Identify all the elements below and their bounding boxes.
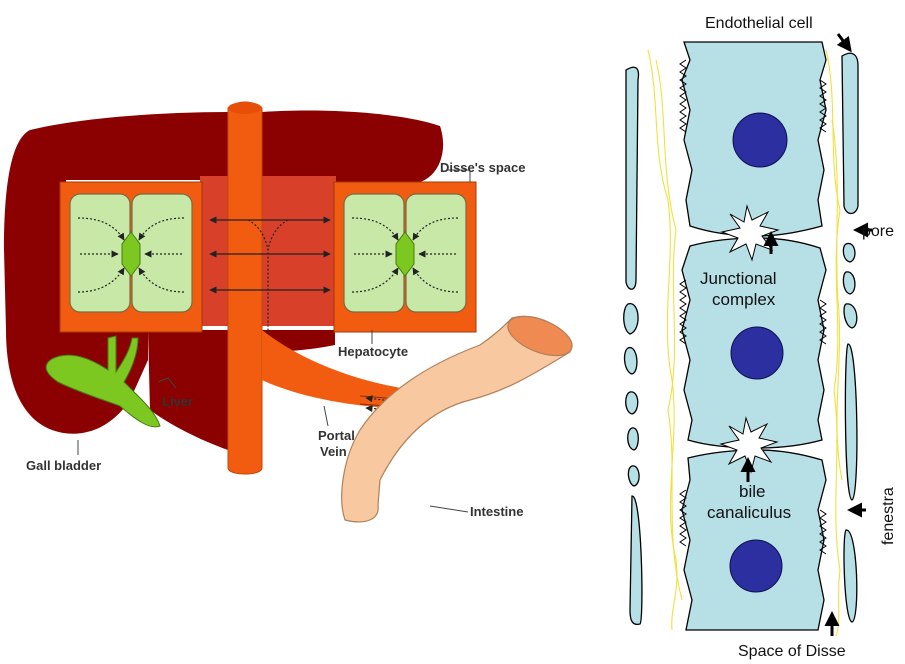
vena-cava xyxy=(228,102,262,474)
label-bile-1: bile xyxy=(739,482,765,501)
label-fenestra: fenestra xyxy=(880,487,897,545)
disse-band-right xyxy=(260,176,336,326)
label-hepatocyte: Hepatocyte xyxy=(338,344,408,359)
label-junctional-2: complex xyxy=(712,290,776,309)
label-pore: pore xyxy=(862,223,894,240)
disse-band-left xyxy=(200,176,230,326)
left-liver-diagram: Disse's space Hepatocyte Liver Gall blad… xyxy=(4,102,578,522)
label-gall-bladder: Gall bladder xyxy=(26,458,101,473)
right-sinusoid-diagram: Endothelial cell pore Junctional complex… xyxy=(624,15,897,660)
endothelial-fragments-left xyxy=(624,67,642,624)
label-endothelial-cell: Endothelial cell xyxy=(705,15,813,32)
label-junctional-1: Junctional xyxy=(700,269,777,288)
label-disse-space: Disse's space xyxy=(440,160,525,175)
liver-lower xyxy=(148,330,228,450)
label-intestine: Intestine xyxy=(470,504,523,519)
endothelial-fragments-right xyxy=(842,53,858,622)
arrow-endothelial xyxy=(838,34,850,50)
hepatocyte-block-left xyxy=(60,182,202,332)
intestine xyxy=(342,308,578,521)
label-portal-vein-1: Portal xyxy=(318,428,355,443)
label-liver: Liver xyxy=(162,394,193,409)
nucleus-bottom xyxy=(730,540,782,592)
nucleus-top xyxy=(733,113,787,167)
label-space-of-disse: Space of Disse xyxy=(738,643,846,660)
hepatocyte-block-right xyxy=(334,182,476,332)
label-bile-2: canaliculus xyxy=(707,503,791,522)
label-portal-vein-2: Vein xyxy=(320,444,347,459)
nucleus-middle xyxy=(731,327,783,379)
